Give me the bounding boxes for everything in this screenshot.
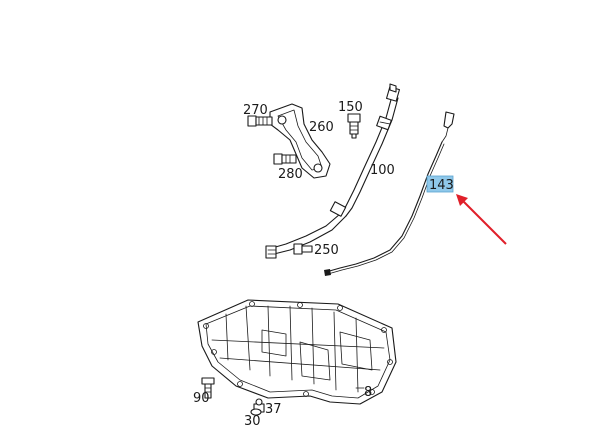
red-pointer-arrow: [456, 194, 507, 245]
callout-143: 143: [429, 178, 454, 193]
callout-280: 280: [278, 167, 303, 182]
callout-100: 100: [370, 163, 395, 178]
bolt-270: [247, 115, 273, 127]
callout-37: 37: [265, 402, 282, 417]
callout-8: 8: [364, 385, 372, 400]
washer-30: [250, 408, 262, 416]
callout-270: 270: [243, 103, 268, 118]
bolt-280: [273, 153, 297, 165]
bracket-260: [269, 103, 331, 179]
sensor-150: [347, 113, 361, 139]
dipstick-143: [324, 111, 455, 276]
guide-tube-100: [265, 83, 401, 259]
oil-pan-8: [197, 299, 397, 405]
bolt-250: [293, 243, 313, 255]
bolt-90: [201, 377, 215, 399]
drain-plug-37: [253, 398, 265, 413]
callout-250: 250: [314, 243, 339, 258]
callout-30: 30: [244, 414, 261, 429]
highlight-box-143: [426, 175, 454, 193]
callout-260: 260: [309, 120, 334, 135]
callout-90: 90: [193, 391, 210, 406]
callout-150: 150: [338, 100, 363, 115]
